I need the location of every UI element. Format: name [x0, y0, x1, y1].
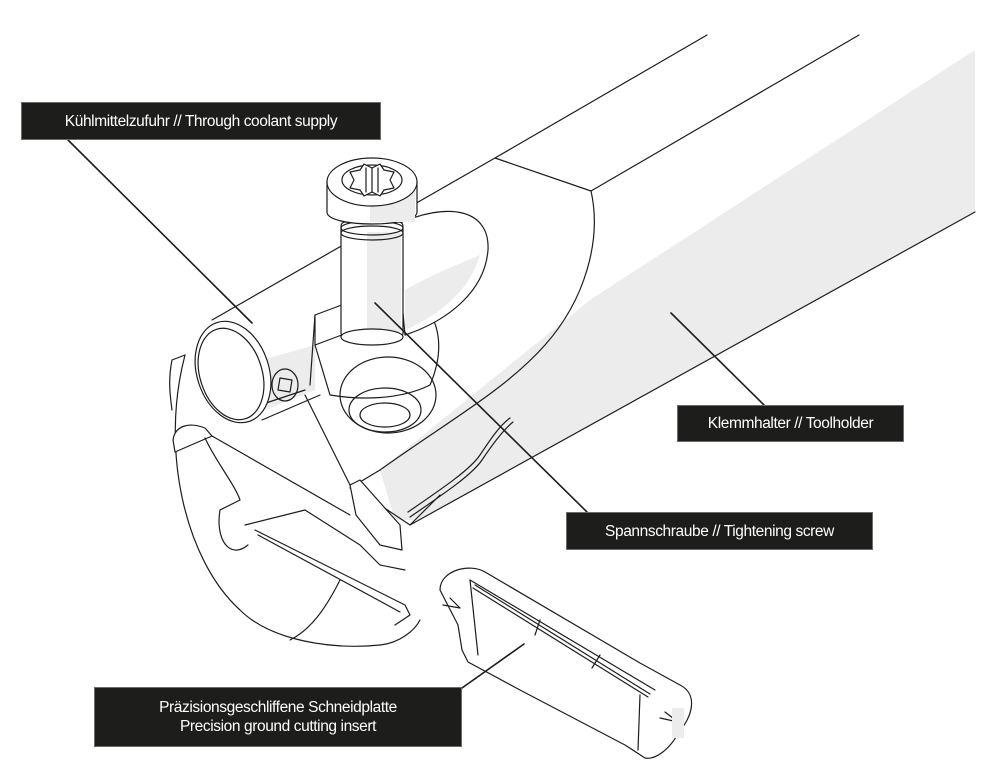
leader-insert [461, 643, 525, 689]
lower-jaw-blade-2 [257, 534, 401, 613]
pocket-left [172, 424, 213, 453]
screw-head-recess [341, 164, 403, 196]
coolant-channel [407, 417, 511, 513]
shank-top-edge-right [590, 34, 860, 192]
insert-notch-left [442, 597, 461, 609]
shank-shaded-face [380, 50, 975, 520]
cutting-insert [439, 567, 693, 759]
clamp-hex-glyph [277, 377, 293, 393]
insert-flank-left [469, 579, 479, 656]
insert-segment-2 [591, 654, 601, 669]
screw-hole [339, 356, 437, 434]
coolant-channel-2 [409, 421, 514, 518]
front-tooth [349, 479, 403, 551]
screw-shank-shade [367, 232, 401, 332]
coolant-pipe-bottom [261, 394, 321, 421]
insert-flank-right [637, 694, 641, 751]
label-toolholder-text: Klemmhalter // Toolholder [707, 415, 874, 432]
lower-jaw-curve [289, 579, 341, 641]
coolant-pipe-shade [262, 345, 315, 410]
screw-shank-bottom [340, 328, 404, 346]
clamp-hex-socket [271, 368, 299, 402]
insert-seat-top [304, 394, 351, 486]
label-cutting-insert: Präzisionsgeschliffene Schneidplatte Pre… [94, 687, 462, 747]
label-tightening-screw-text: Spannschraube // Tightening screw [605, 522, 834, 540]
shank-front-edge [494, 157, 592, 192]
insert-tip-shade [672, 708, 684, 738]
head-outer-curve [174, 354, 421, 647]
toolholder-head [169, 157, 514, 647]
coolant-pipe-end-outer [194, 320, 272, 424]
tightening-screw [326, 157, 418, 346]
clamp-side [309, 314, 316, 386]
coolant-pipe-end-inner [197, 327, 265, 421]
leader-screw [374, 302, 588, 513]
shank-top-edge-left [494, 34, 708, 159]
insert-rake-face-2 [472, 587, 649, 698]
insert-top-edge [469, 579, 656, 691]
lower-jaw-blade [254, 529, 411, 626]
insert-seat-edge [211, 435, 351, 516]
screw-hole-inner [348, 387, 422, 433]
screw-thread-2 [340, 225, 404, 241]
leader-coolant [67, 139, 253, 324]
screw-recess-shade [405, 255, 480, 330]
coolant-pipe [194, 320, 272, 424]
label-cutting-insert-line2: Precision ground cutting insert [179, 718, 377, 735]
leader-toolholder [670, 312, 765, 406]
lower-jaw-top [244, 509, 406, 571]
insert-rake-face [474, 584, 651, 695]
label-coolant-supply-text: Kühlmittelzufuhr // Through coolant supp… [64, 112, 338, 130]
toolholder-shank [349, 34, 976, 526]
insert-body [439, 567, 693, 759]
label-coolant-supply: Kühlmittelzufuhr // Through coolant supp… [21, 102, 381, 140]
pocket-curve [204, 437, 249, 551]
screw-hole-bottom [359, 402, 411, 428]
head-inner-cut [169, 354, 186, 411]
shank-neck-curve [379, 190, 595, 471]
label-tightening-screw: Spannschraube // Tightening screw [566, 512, 873, 550]
label-toolholder: Klemmhalter // Toolholder [677, 405, 904, 442]
leader-lines [67, 139, 765, 689]
insert-segment-1 [534, 619, 541, 636]
label-cutting-insert-line1: Präzisionsgeschliffene Schneidplatte [159, 699, 397, 716]
shank-bottom-edge [409, 211, 976, 526]
